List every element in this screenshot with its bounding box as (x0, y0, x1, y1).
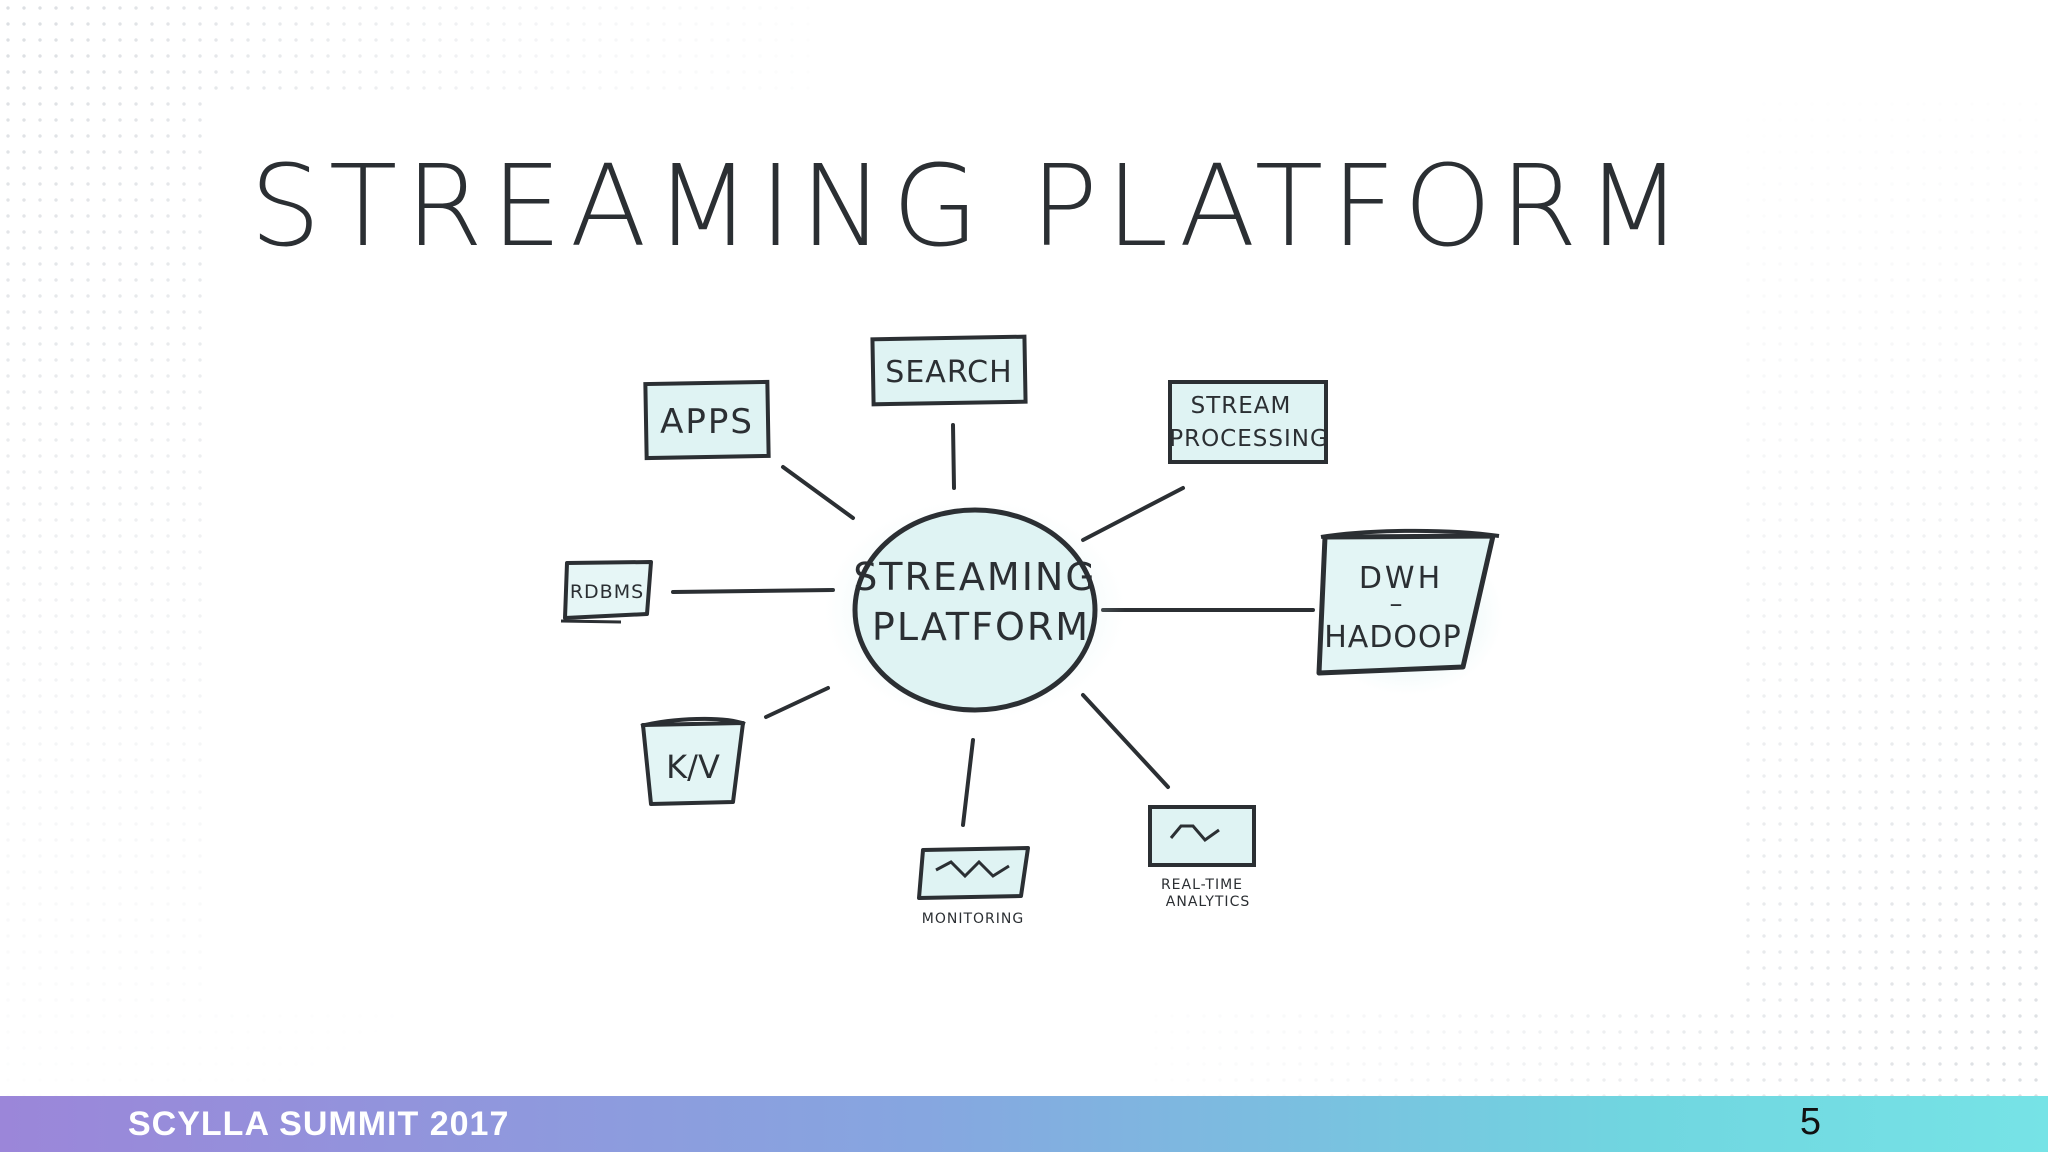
slide-card: STREAMING PLATFORM STREAMING PLATFORM SE… (203, 90, 1743, 1010)
line-stream-processing (1081, 486, 1185, 542)
node-apps-label: APPS (660, 402, 754, 442)
node-stream-processing: STREAM PROCESSING (1168, 380, 1329, 464)
monitoring-wave-icon (935, 859, 1010, 879)
analytics-peak-icon (1169, 824, 1220, 843)
node-analytics: REAL-TIME ANALYTICS (1148, 805, 1256, 910)
node-stream-processing-line1: STREAM (1191, 393, 1292, 419)
footer-brand: SCYLLA SUMMIT 2017 (128, 1105, 510, 1143)
footer-bar: SCYLLA SUMMIT 2017 5 (0, 1096, 2048, 1152)
node-monitoring: MONITORING (917, 846, 1030, 927)
node-rdbms-label: RDBMS (570, 581, 644, 603)
node-analytics-line1: REAL-TIME (1161, 877, 1243, 893)
node-dwh-line2: – (1390, 589, 1403, 619)
line-kv (764, 686, 830, 719)
node-dwh-line3: HADOOP (1324, 620, 1462, 655)
center-node: STREAMING PLATFORM (825, 500, 1125, 720)
center-label-line2: PLATFORM (872, 605, 1090, 649)
line-analytics (1081, 693, 1170, 789)
node-kv: K/V (640, 716, 746, 806)
page-number: 5 (1799, 1101, 1821, 1143)
diagram-canvas: STREAMING PLATFORM STREAMING PLATFORM SE… (250, 142, 1690, 927)
connector-lines (671, 423, 1315, 827)
center-label-line1: STREAMING (853, 555, 1097, 599)
node-monitoring-label: MONITORING (922, 911, 1024, 927)
node-apps: APPS (643, 379, 771, 461)
line-apps (781, 465, 855, 520)
line-monitoring (961, 738, 975, 827)
node-dwh-line1: DWH (1359, 561, 1443, 596)
slide-title: STREAMING PLATFORM (250, 142, 1690, 272)
node-dwh: DWH – HADOOP (1313, 528, 1503, 695)
line-search (951, 423, 956, 490)
node-search-label: SEARCH (885, 355, 1012, 390)
node-stream-processing-line2: PROCESSING (1169, 426, 1329, 452)
node-search: SEARCH (870, 334, 1028, 407)
node-kv-label: K/V (666, 748, 720, 786)
line-rdbms (671, 588, 835, 594)
node-rdbms: RDBMS (560, 560, 653, 624)
node-analytics-line2: ANALYTICS (1166, 894, 1250, 910)
